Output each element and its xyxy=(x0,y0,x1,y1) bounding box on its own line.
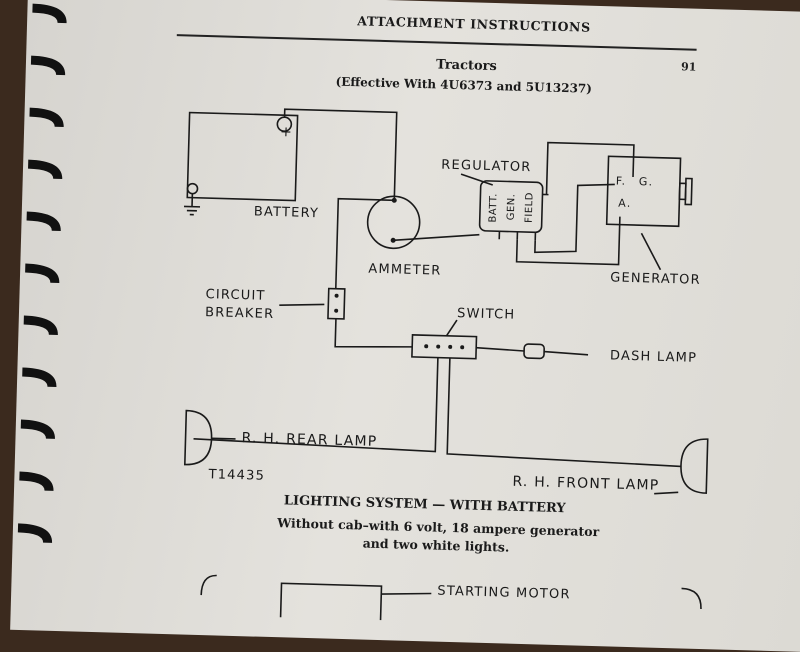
generator-f-terminal: F. xyxy=(616,174,627,187)
regulator-batt-terminal: BATT. xyxy=(488,193,500,223)
regulator-field-terminal: FIELD xyxy=(524,192,536,223)
breaker-label: BREAKER xyxy=(205,305,275,322)
battery-plus-label: + xyxy=(280,124,293,140)
battery-negative-terminal xyxy=(187,184,197,194)
part-number-label: T14435 xyxy=(208,467,265,484)
dash-lamp-label: DASH LAMP xyxy=(610,348,698,365)
regulator-gen-terminal: GEN. xyxy=(506,193,518,220)
generator-a-terminal: A. xyxy=(618,197,632,210)
circuit-breaker xyxy=(328,289,345,319)
battery-label: BATTERY xyxy=(254,204,320,221)
regulator-label: REGULATOR xyxy=(441,158,532,176)
rear-lamp xyxy=(185,411,212,466)
generator-box xyxy=(607,156,681,226)
circuit-label: CIRCUIT xyxy=(205,287,265,304)
starting-motor-box xyxy=(280,583,381,626)
switch-box xyxy=(412,335,477,359)
generator-label: GENERATOR xyxy=(610,270,701,288)
generator-g-terminal: G. xyxy=(639,175,654,188)
ammeter-label: AMMETER xyxy=(368,262,442,279)
dash-lamp-bulb xyxy=(524,344,544,359)
second-diagram-left-lamp xyxy=(201,575,217,595)
second-diagram-right-lamp xyxy=(681,588,702,609)
manual-page: ATTACHMENT INSTRUCTIONS 91 Tractors (Eff… xyxy=(10,0,800,652)
front-lamp xyxy=(680,438,707,493)
switch-label: SWITCH xyxy=(457,306,516,323)
